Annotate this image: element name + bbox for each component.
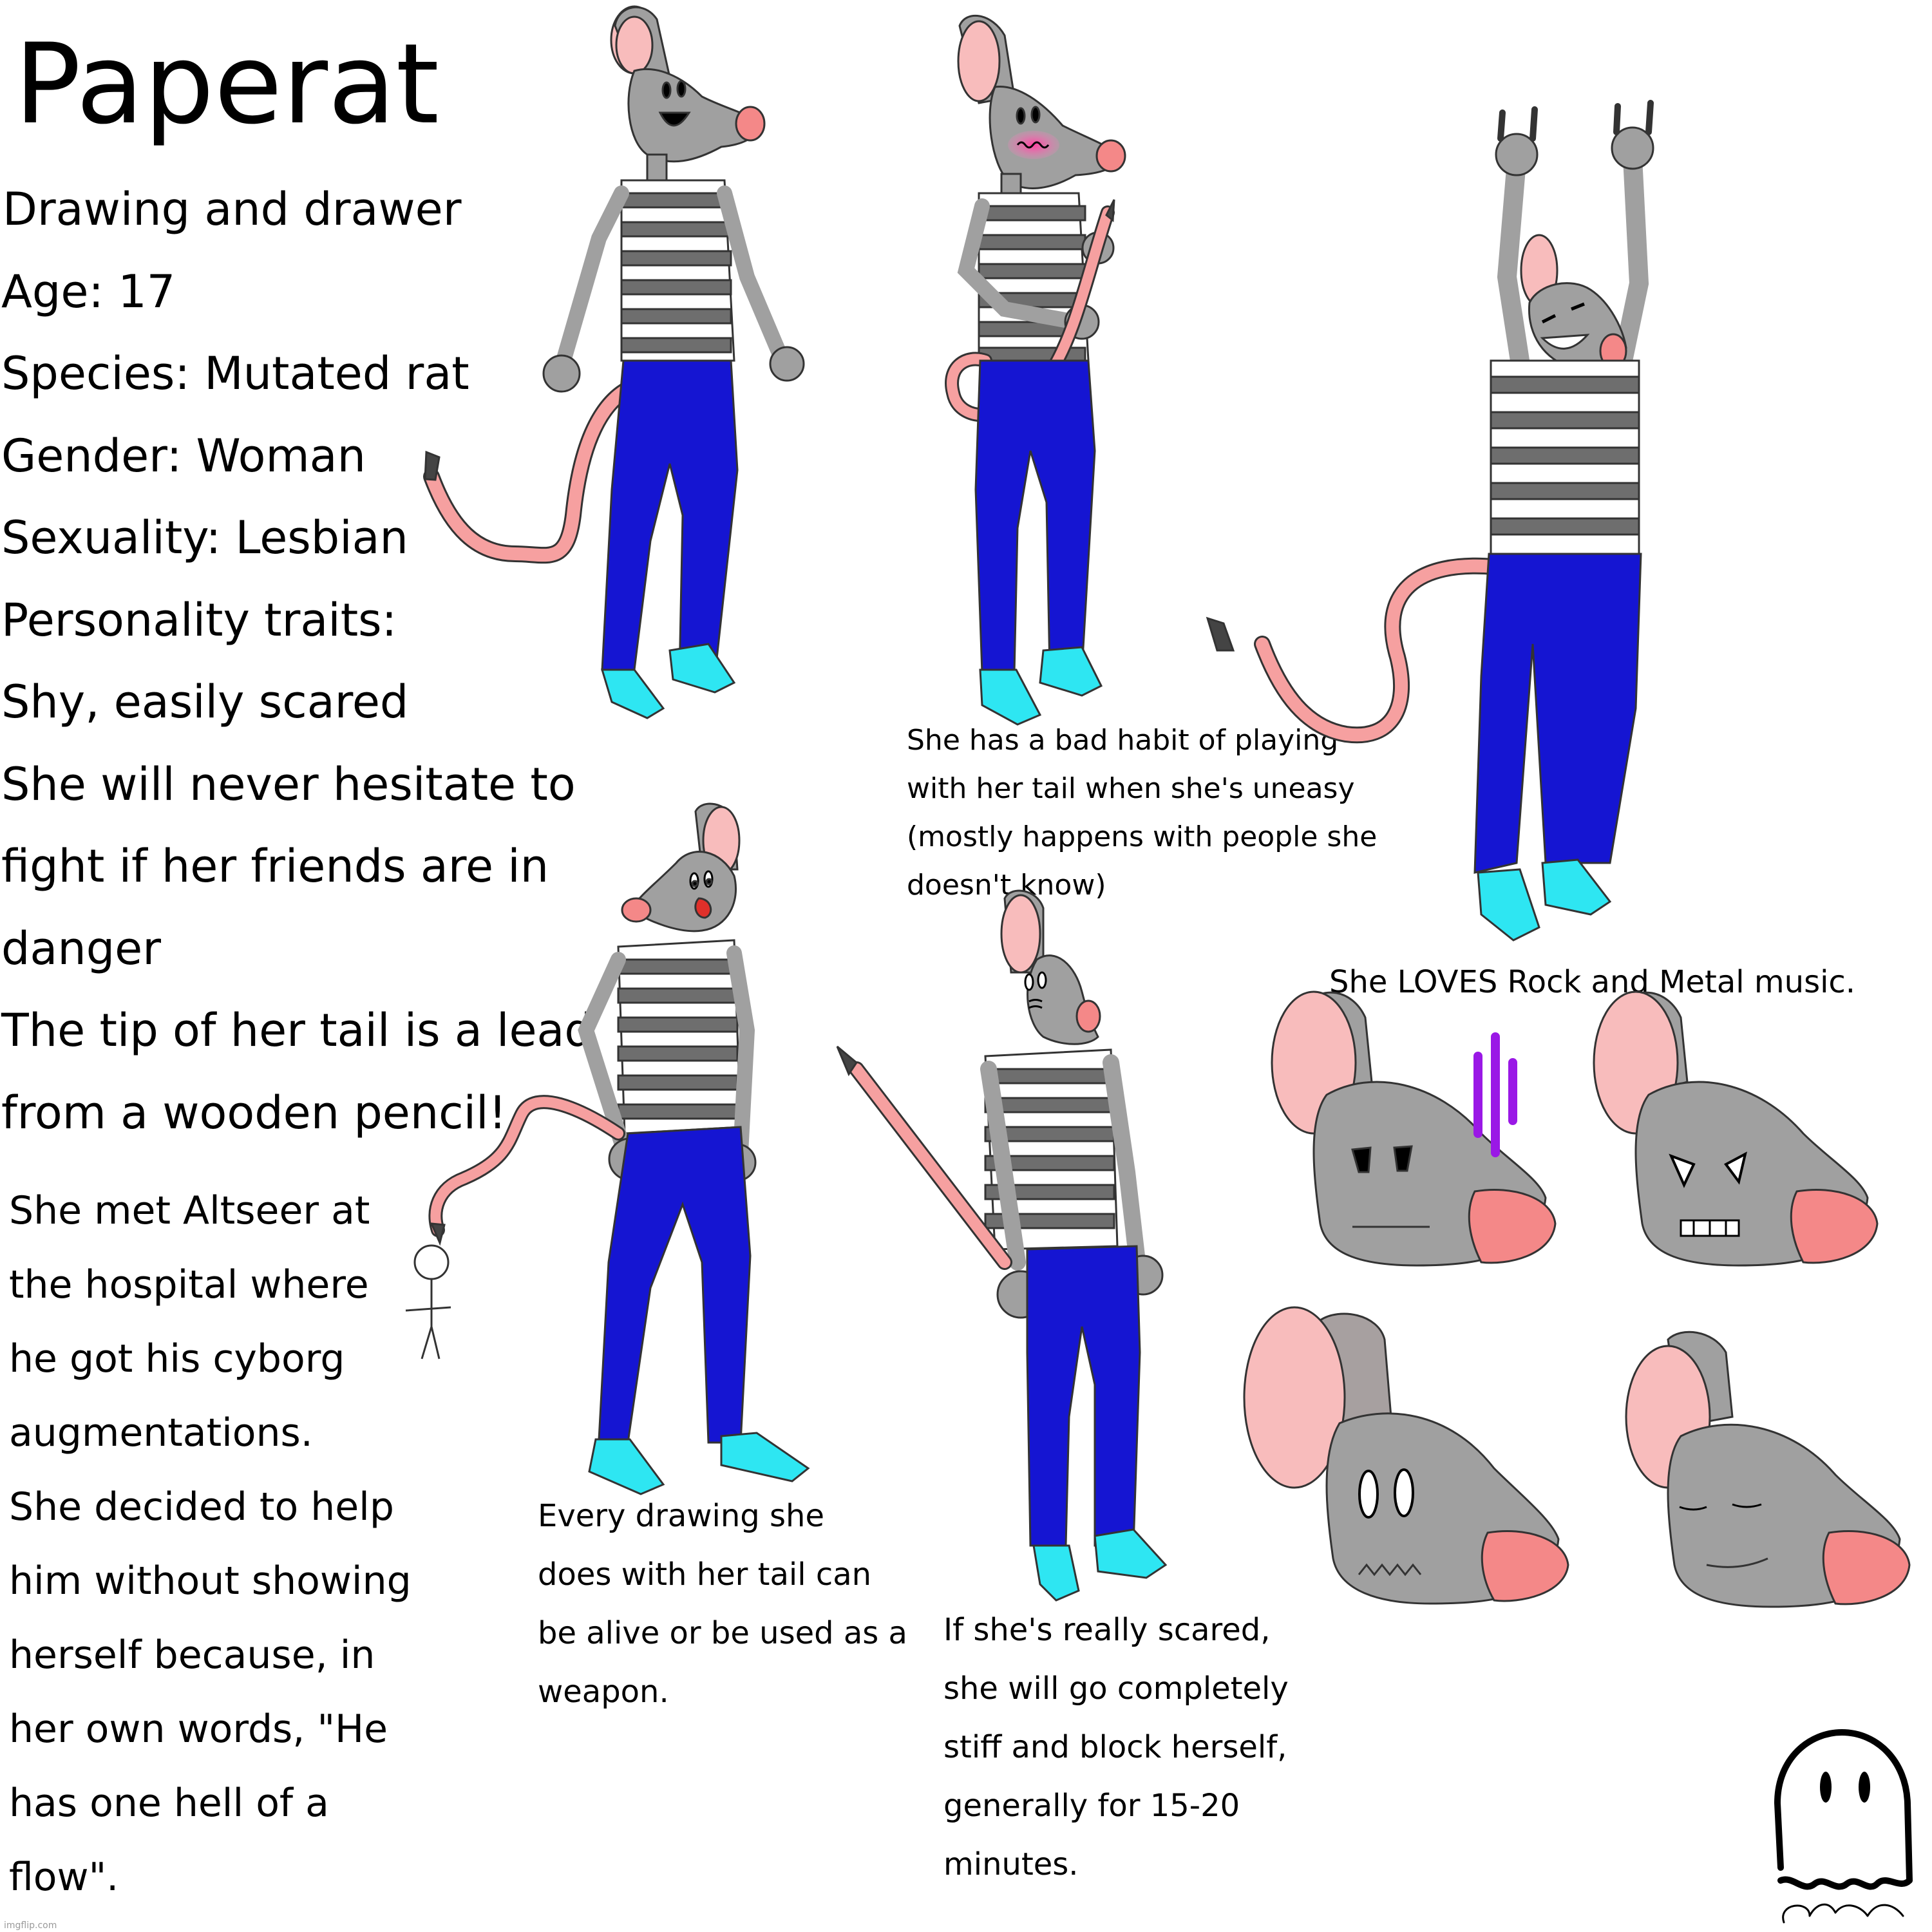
story-line: augmentations. <box>9 1410 313 1455</box>
caption-line: generally for 15-20 <box>943 1788 1240 1824</box>
caption-line: be alive or be used as a <box>538 1615 907 1651</box>
arm-left <box>1497 151 1530 370</box>
pencil-tip <box>1105 199 1115 222</box>
story-line: flow". <box>9 1855 119 1900</box>
figure-drawing <box>405 802 810 1495</box>
ear <box>1000 894 1041 974</box>
neck <box>646 153 668 182</box>
caption-line: does with her tail can <box>538 1557 872 1593</box>
info-line: Gender: Woman <box>1 430 366 482</box>
info-line: fight if her friends are in <box>1 840 549 893</box>
caption-line: stiff and block herself, <box>943 1729 1287 1765</box>
ear <box>957 20 1001 102</box>
caption-line: she will go completely <box>943 1671 1289 1707</box>
arm-left <box>578 952 632 1160</box>
arm-left <box>556 185 629 368</box>
figure-rocking <box>1206 100 1654 942</box>
nose <box>735 106 766 142</box>
arm-right <box>1103 1054 1145 1264</box>
nose <box>1095 139 1126 173</box>
expression-terrified <box>1243 1306 1569 1605</box>
caption-line: If she's really scared, <box>943 1612 1271 1648</box>
ear <box>1243 1306 1346 1489</box>
shoe <box>1541 858 1612 916</box>
expression-neutral <box>1271 990 1557 1267</box>
story-line: he got his cyborg <box>9 1336 345 1381</box>
caption-line: Every drawing she <box>538 1498 824 1534</box>
info-line: Personality traits: <box>1 594 397 647</box>
arm-left <box>980 1061 1026 1271</box>
arm-left <box>957 198 1083 330</box>
head <box>632 851 737 933</box>
caption-line: She has a bad habit of playing <box>907 724 1339 757</box>
shoe <box>600 668 665 719</box>
arm-right <box>726 945 755 1160</box>
caption-line: with her tail when she's uneasy <box>907 772 1355 805</box>
info-line: She will never hesitate to <box>1 758 576 811</box>
music-caption: She LOVES Rock and Metal music. <box>1329 964 1856 1000</box>
jeans <box>974 359 1096 674</box>
nose <box>1790 1188 1879 1264</box>
jeans <box>598 1126 752 1444</box>
jeans <box>601 359 739 677</box>
info-line: danger <box>1 922 161 975</box>
stick-figure <box>405 1244 451 1359</box>
ghost-logo <box>1774 1729 1913 1924</box>
story-line: has one hell of a <box>9 1781 329 1826</box>
info-line: Species: Mutated rat <box>1 347 469 400</box>
story-line: herself because, in <box>9 1633 375 1678</box>
watermark: imgflip.com <box>4 1920 57 1931</box>
shoe <box>1039 646 1103 697</box>
figure-shy <box>945 15 1126 726</box>
shoe <box>588 1438 665 1495</box>
pencil-tip <box>836 1045 858 1077</box>
nose <box>1075 999 1101 1033</box>
page-title: Paperat <box>14 19 439 149</box>
jeans <box>1026 1245 1141 1547</box>
pencil-tip <box>424 450 440 481</box>
expression-angry <box>1593 990 1879 1267</box>
shoe <box>1094 1528 1168 1579</box>
shoe <box>979 668 1042 726</box>
pencil-tip <box>430 1222 446 1246</box>
story-line: the hospital where <box>9 1262 369 1307</box>
shoe <box>668 643 736 694</box>
nose <box>1468 1188 1557 1264</box>
nose <box>1822 1530 1911 1605</box>
story-line: her own words, "He <box>9 1707 388 1752</box>
nose <box>621 897 652 923</box>
arm-right <box>1613 148 1649 370</box>
info-line: The tip of her tail is a lead <box>1 1004 593 1057</box>
caption-line: weapon. <box>538 1674 669 1710</box>
caption-line: (mostly happens with people she <box>907 820 1378 853</box>
pencil-tip <box>1206 616 1235 652</box>
info-line: from a wooden pencil! <box>1 1086 507 1139</box>
jeans <box>1473 553 1642 874</box>
story-line: him without showing <box>9 1558 412 1604</box>
sound-mark <box>1473 1032 1517 1157</box>
info-line: Age: 17 <box>1 265 176 318</box>
info-line: Shy, easily scared <box>1 676 409 728</box>
figure-smiling <box>423 5 805 719</box>
tongue <box>694 897 712 919</box>
head <box>627 68 758 163</box>
story-line: She met Altseer at <box>9 1188 370 1233</box>
nose <box>1481 1530 1569 1602</box>
arm-right <box>717 185 790 368</box>
shoe <box>1032 1544 1080 1602</box>
shoe <box>1477 868 1540 942</box>
story-line: She decided to help <box>9 1484 394 1530</box>
figure-scared <box>836 889 1168 1602</box>
caption-line: minutes. <box>943 1846 1079 1882</box>
info-line: Sexuality: Lesbian <box>1 511 408 564</box>
info-line: Drawing and drawer <box>3 183 462 236</box>
expression-content <box>1625 1331 1911 1608</box>
shoe <box>720 1432 810 1482</box>
